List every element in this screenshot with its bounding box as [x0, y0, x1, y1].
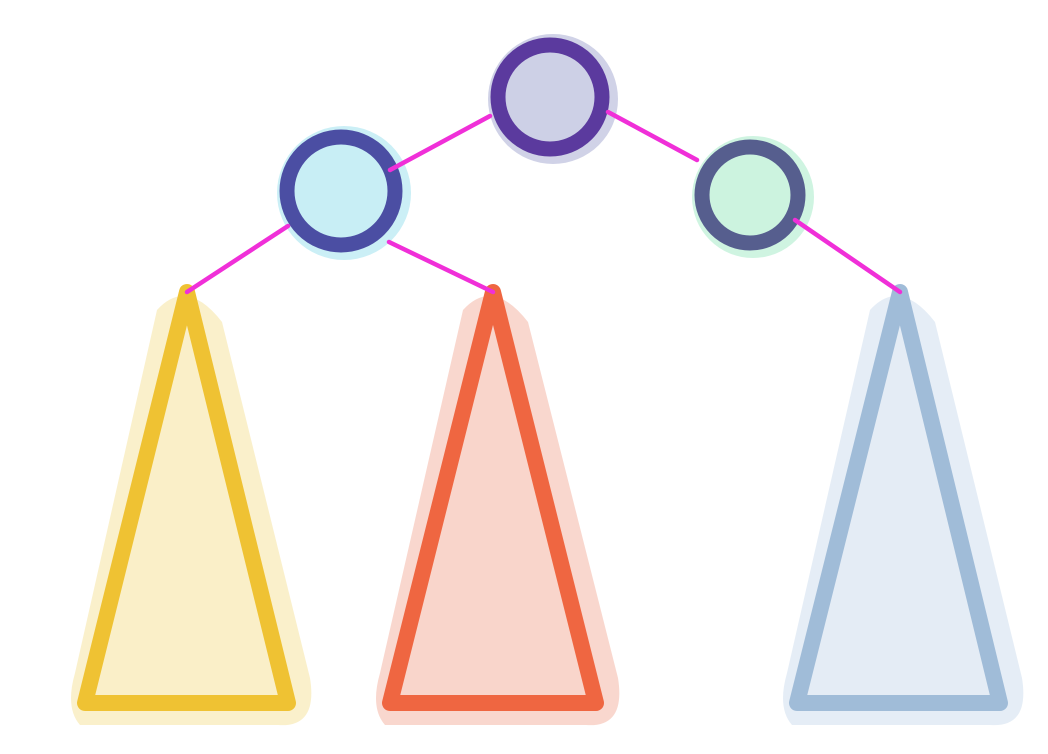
subtree-2-triangle	[382, 284, 604, 711]
subtree-3-triangle	[789, 284, 1008, 711]
edge-left-child-to-subtree-1	[184, 223, 291, 295]
edge-layer	[184, 109, 903, 295]
edge-root-to-left-child	[387, 113, 493, 173]
root-node	[490, 37, 610, 157]
left-child-node	[279, 129, 403, 253]
edge-right-child-to-subtree-3	[792, 217, 903, 295]
subtree-1-triangle	[77, 284, 296, 711]
node-layer	[77, 37, 1008, 711]
right-child-node	[694, 139, 806, 251]
edge-left-child-to-subtree-2	[386, 239, 496, 295]
edge-root-to-right-child	[605, 109, 700, 163]
